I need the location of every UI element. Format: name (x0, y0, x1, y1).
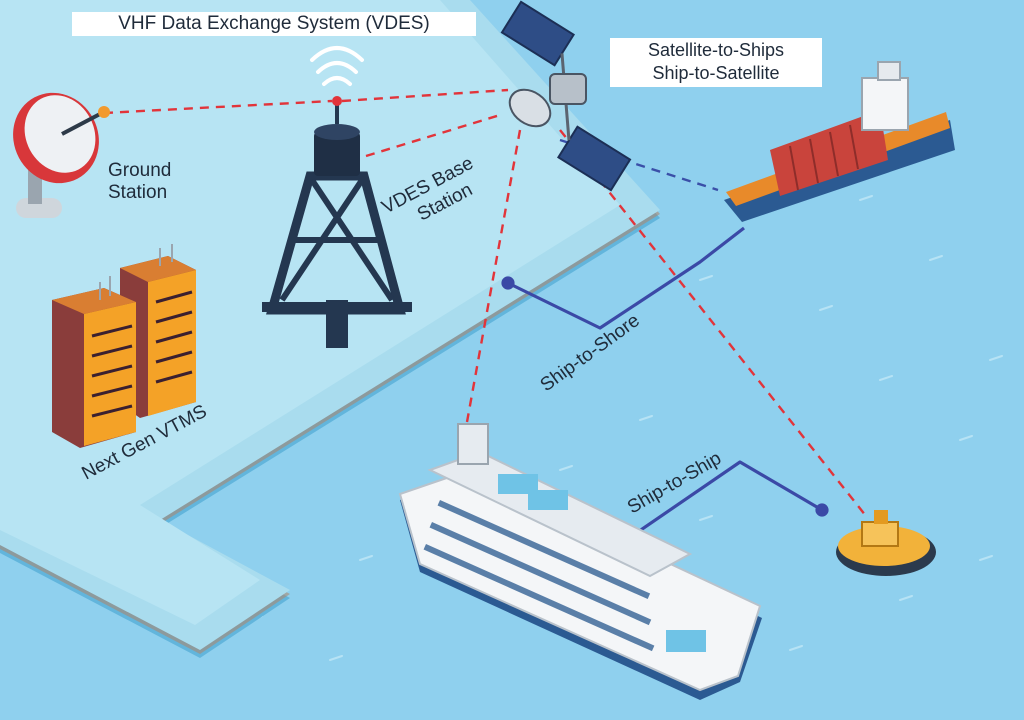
satellite-link-label-line1: Satellite-to-Ships (647, 40, 785, 60)
radio-links (103, 88, 867, 517)
diagram-title: VHF Data Exchange System (VDES) (72, 12, 476, 36)
satellite-link-label: Satellite-to-Ships Ship-to-Satellite (610, 38, 822, 87)
tugboat-icon (836, 510, 936, 576)
data-links (501, 226, 829, 538)
vtms-buildings-icon (52, 244, 196, 448)
satellite-icon (500, 0, 632, 192)
cruise-ship-icon (398, 423, 762, 700)
ground-station-label-line1: Ground (108, 160, 171, 181)
ground-station-label-line2: Station (108, 182, 167, 203)
ground-station-dish-icon (13, 92, 110, 218)
satellite-link-label-line2: Ship-to-Satellite (652, 63, 780, 83)
vdes-base-station-tower-icon (262, 46, 412, 348)
ground-station-label: Ground Station (108, 160, 177, 203)
cargo-ship-icon (724, 61, 955, 222)
